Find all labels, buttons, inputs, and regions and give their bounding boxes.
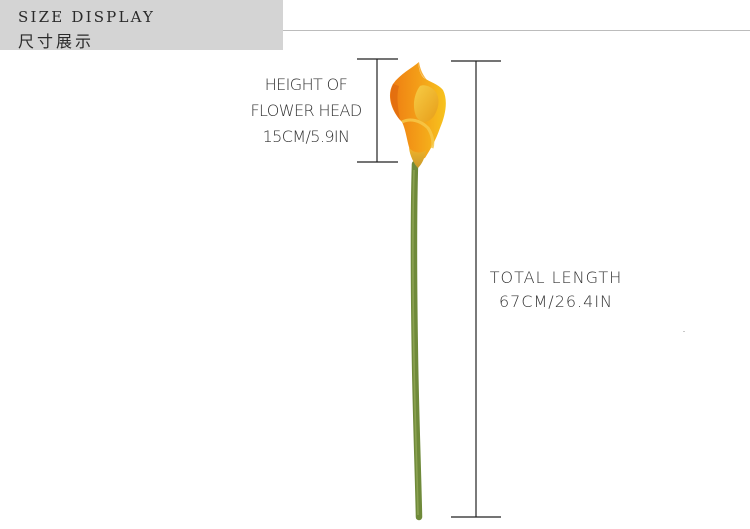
total-length-dimension xyxy=(451,60,501,518)
flower-head-label-line1: HEIGHT OF xyxy=(264,75,348,94)
header-band xyxy=(0,0,283,50)
header-rule xyxy=(283,30,750,31)
flower-head-label-line2: FLOWER HEAD xyxy=(250,101,362,120)
total-length-label-line1: TOTAL LENGTH xyxy=(489,268,623,287)
flower-stem xyxy=(410,160,423,521)
header-title-en: SIZE DISPLAY xyxy=(18,8,156,26)
flower-head xyxy=(389,62,446,168)
header-title-zh: 尺寸展示 xyxy=(18,32,95,51)
speck xyxy=(683,331,685,332)
total-length-label: TOTAL LENGTH 67CM/26.4IN xyxy=(478,266,634,314)
flower-head-dimension xyxy=(357,58,398,163)
flower-head-label-line3: 15CM/5.9IN xyxy=(262,127,350,146)
total-length-label-line2: 67CM/26.4IN xyxy=(498,292,614,311)
flower-stem-highlight xyxy=(412,169,419,516)
flower-head-label: HEIGHT OF FLOWER HEAD 15CM/5.9IN xyxy=(238,72,374,150)
